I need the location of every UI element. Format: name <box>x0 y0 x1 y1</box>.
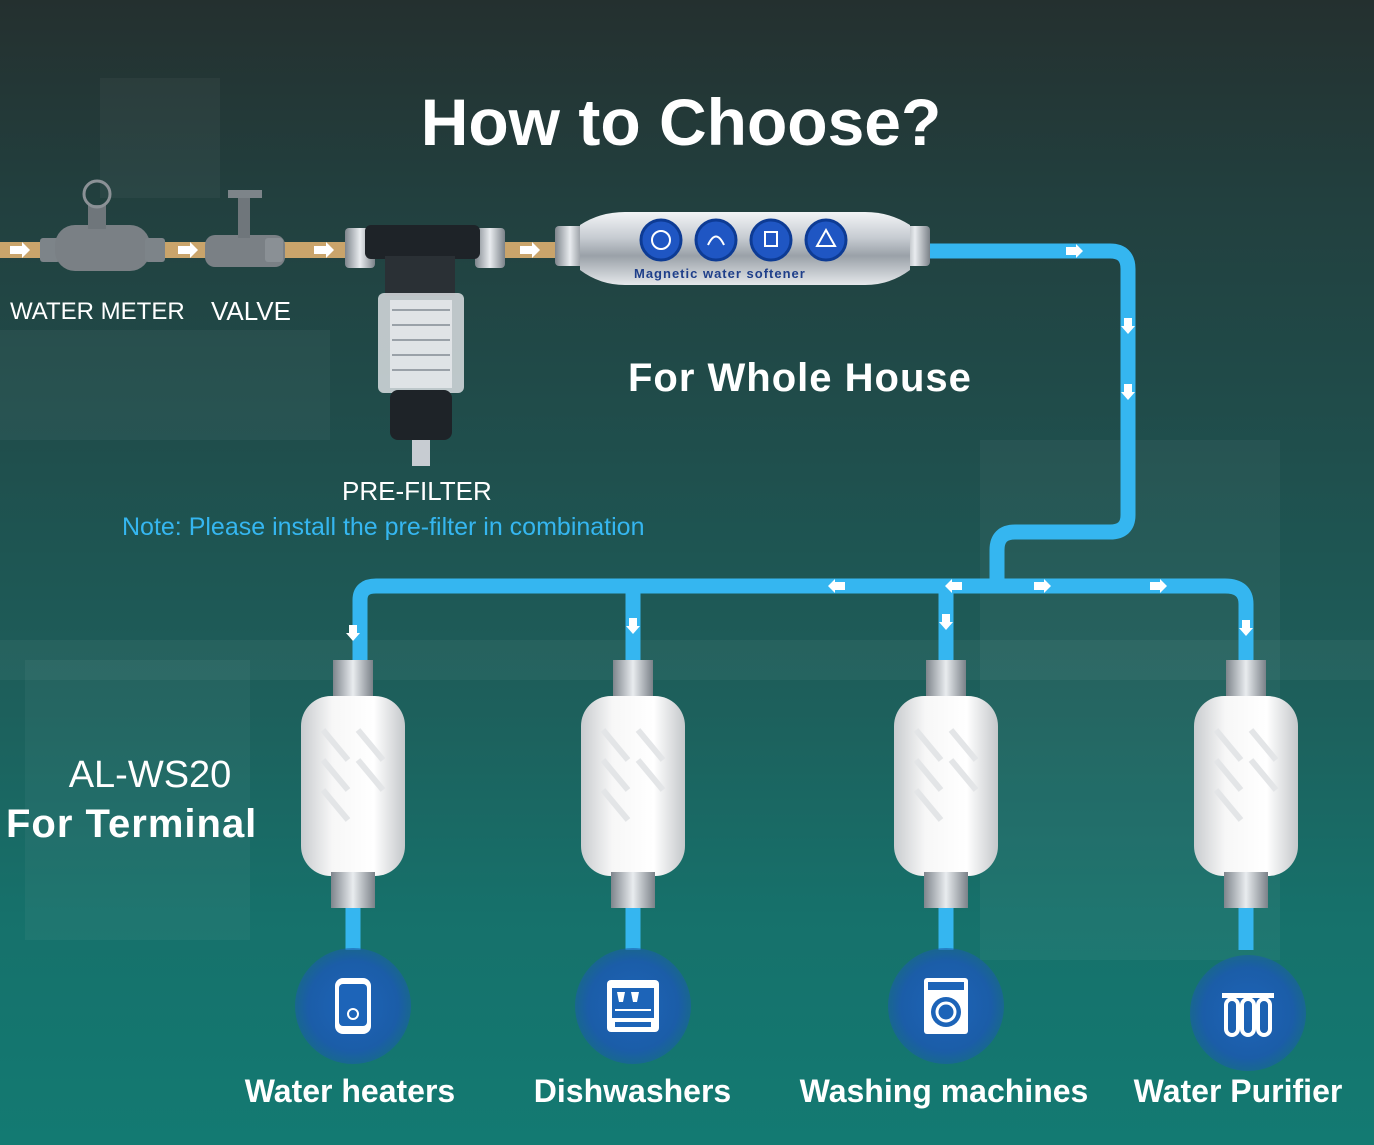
distribution-pipes <box>345 243 1254 950</box>
background-hood <box>0 330 330 440</box>
water-purifier-icon <box>1190 955 1306 1071</box>
pre-filter <box>345 225 505 466</box>
background-stove <box>25 660 250 940</box>
device-label-dishwashers: Dishwashers <box>533 1073 732 1109</box>
softener-product-label: Magnetic water softener <box>634 266 806 281</box>
water-heater-icon <box>295 948 411 1064</box>
device-label-washing-machines: Washing machines <box>799 1073 1089 1109</box>
installation-note: Note: Please install the pre-filter in c… <box>122 513 645 541</box>
model-label: AL-WS20 <box>68 754 232 796</box>
valve-label: VALVE <box>211 296 291 326</box>
washing-machine-icon <box>888 948 1004 1064</box>
distribution-flow-arrows <box>346 244 1253 641</box>
whole-house-label: For Whole House <box>628 356 972 400</box>
terminal-softener <box>894 660 998 908</box>
page-title: How to Choose? <box>420 85 942 159</box>
dishwasher-icon <box>575 948 691 1064</box>
pipe-flow-arrows <box>10 242 540 258</box>
background-cabinet <box>100 78 220 198</box>
device-label-water-heaters: Water heaters <box>244 1073 456 1109</box>
pre-filter-label: PRE-FILTER <box>342 476 492 506</box>
terminal-label: For Terminal <box>6 802 258 846</box>
water-meter-label: WATER METER <box>10 298 185 325</box>
device-label-water-purifier: Water Purifier <box>1133 1073 1343 1109</box>
background-counter <box>0 640 1374 680</box>
magnetic-water-softener <box>555 212 930 285</box>
terminal-softener <box>581 660 685 908</box>
water-meter <box>40 179 165 271</box>
terminal-softener <box>1194 660 1298 908</box>
valve <box>205 190 285 267</box>
terminal-softener <box>301 660 405 908</box>
